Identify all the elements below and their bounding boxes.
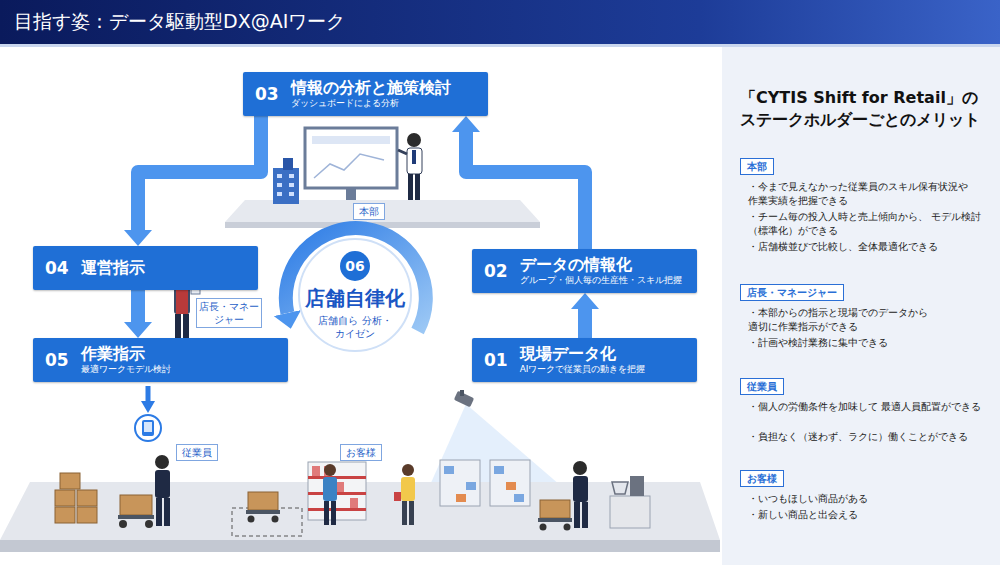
step-text: データの情報化	[520, 255, 682, 275]
benefit-bullet: ・いつもほしい商品がある	[748, 492, 1000, 506]
step-number: 02	[484, 261, 508, 281]
hq-presenter	[398, 133, 422, 200]
tag-text: お客様	[346, 446, 376, 459]
step-number: 03	[255, 84, 279, 104]
work-area	[232, 492, 302, 536]
benefit-bullet: ・負担なく（迷わず、ラクに）働くことができる	[748, 430, 1000, 444]
benefit-bullet: ・個人の労働条件を加味して 最適人員配置ができる	[748, 400, 1000, 414]
step-box: 01 現場データ化AIワークで従業員の動きを把握	[472, 338, 697, 382]
tag-text: 本部	[359, 205, 379, 218]
role-tag: 従業員	[176, 444, 218, 461]
stakeholder-tag: お客様	[740, 470, 784, 487]
step-number: 04	[45, 258, 69, 278]
circle-text: 店舗自律化	[305, 285, 405, 312]
circle-text: 店舗自ら 分析・カイゼン	[310, 314, 400, 340]
step-number: 01	[484, 350, 508, 370]
step-text: 情報の分析と施策検討	[291, 78, 451, 98]
panel-heading: 「CYTIS Shift for Retail」の ステークホルダーごとのメリッ…	[740, 87, 1000, 132]
benefit-bullet: ・本部からの指示と現場でのデータから 適切に作業指示ができる	[748, 306, 1000, 334]
role-tag: お客様	[340, 444, 382, 461]
stock-boxes	[55, 473, 97, 523]
tag-text: 従業員	[747, 380, 777, 393]
shelf-left	[308, 462, 366, 520]
step-number: 05	[45, 350, 69, 370]
tag-text: 店長・マネージャー	[199, 300, 259, 326]
tag-text: 本部	[747, 160, 767, 173]
tag-text: 従業員	[182, 446, 212, 459]
camera	[430, 390, 560, 485]
instruction-arrow	[146, 386, 151, 401]
step-text: 最適ワークモデル検討	[81, 364, 171, 376]
step-text: 運営指示	[81, 258, 145, 278]
role-tag: 店長・マネージャー	[196, 298, 262, 328]
stocking-worker	[538, 461, 588, 531]
dashboard-monitor	[305, 128, 397, 200]
stakeholder-tag: 従業員	[740, 378, 784, 395]
step-box: 05 作業指示最適ワークモデル検討	[33, 338, 288, 382]
shelves-right	[440, 460, 530, 506]
stakeholder-tag: 本部	[740, 158, 774, 175]
title-bar	[0, 0, 1000, 44]
circle-text: 06	[340, 251, 370, 281]
tag-text: お客様	[747, 472, 777, 485]
benefit-bullet: ・計画や検討業務に集中できる	[748, 336, 1000, 350]
location-tag: 本部	[353, 203, 385, 220]
benefit-bullet: ・今まで見えなかった従業員のスキル保有状況や 作業実績を把握できる	[748, 180, 1000, 208]
step-text: グループ・個人毎の生産性・スキル把握	[520, 275, 682, 287]
customers	[323, 464, 415, 525]
benefit-bullet: ・チーム毎の投入人時と売上傾向から、 モデル検討（標準化）ができる	[748, 210, 1000, 238]
step-text: 作業指示	[81, 344, 171, 364]
tablet-icon	[135, 415, 161, 441]
page-title: 目指す姿：データ駆動型DX@AIワーク	[14, 9, 345, 35]
hq-building	[273, 158, 299, 204]
stakeholder-tag: 店長・マネージャー	[740, 284, 844, 301]
checkout	[610, 476, 650, 528]
step-box: 04 運営指示	[33, 246, 258, 290]
cycle-circle: 06 店舗自律化店舗自ら 分析・カイゼン	[297, 237, 413, 353]
step-box: 03 情報の分析と施策検討ダッシュボードによる分析	[243, 72, 488, 116]
worker-with-cart	[118, 455, 170, 528]
tag-text: 店長・マネージャー	[747, 286, 837, 299]
benefit-bullet: ・店舗横並びで比較し、全体最適化できる	[748, 240, 1000, 254]
flow-arrow	[131, 290, 145, 322]
flow-arrow	[138, 116, 261, 230]
step-box: 02 データの情報化グループ・個人毎の生産性・スキル把握	[472, 249, 697, 293]
flow-arrow	[578, 309, 592, 338]
benefit-bullet: ・新しい商品と出会える	[748, 508, 1000, 522]
benefit-panel: 本部店長・マネージャー従業員お客様 「CYTIS Shift for Retail…	[722, 47, 1000, 565]
hq-platform	[225, 200, 540, 228]
flow-arrow	[466, 132, 585, 249]
circle-shape	[299, 239, 411, 351]
step-text: AIワークで従業員の動きを把握	[520, 364, 646, 376]
step-text: 現場データ化	[520, 344, 646, 364]
step-text: ダッシュボードによる分析	[291, 98, 451, 110]
